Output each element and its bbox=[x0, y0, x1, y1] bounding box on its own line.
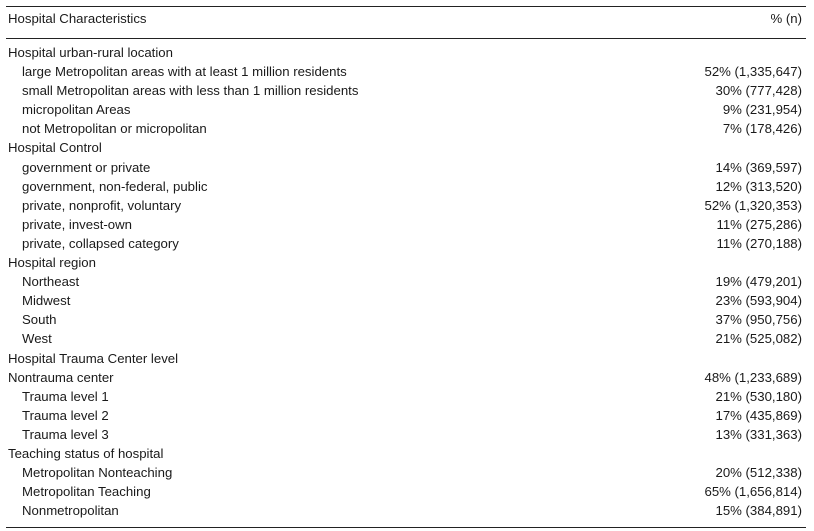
header-rule bbox=[6, 38, 806, 39]
header-value: % (n) bbox=[770, 11, 802, 26]
table-row: Nontrauma center 48% (1,233,689) bbox=[8, 368, 802, 387]
table-row: government or private 14% (369,597) bbox=[8, 158, 802, 177]
table-row: Northeast 19% (479,201) bbox=[8, 272, 802, 291]
row-label: Trauma level 2 bbox=[22, 407, 109, 423]
row-value: 37% (950,756) bbox=[715, 312, 802, 328]
row-value: 52% (1,335,647) bbox=[704, 64, 802, 80]
row-value: 12% (313,520) bbox=[715, 178, 802, 194]
table-row: Metropolitan Teaching 65% (1,656,814) bbox=[8, 482, 802, 501]
table-row: micropolitan Areas 9% (231,954) bbox=[8, 100, 802, 119]
table-row: small Metropolitan areas with less than … bbox=[8, 81, 802, 100]
table-row: Trauma level 2 17% (435,869) bbox=[8, 406, 802, 425]
row-label: Metropolitan Nonteaching bbox=[22, 465, 173, 481]
row-label: Midwest bbox=[22, 293, 71, 309]
row-value: 23% (593,904) bbox=[715, 293, 802, 309]
section-header-row: Hospital region bbox=[8, 253, 802, 272]
row-label: government, non-federal, public bbox=[22, 178, 208, 194]
row-label: Hospital Trauma Center level bbox=[8, 350, 179, 366]
row-label: Trauma level 1 bbox=[22, 388, 109, 404]
row-label: South bbox=[22, 312, 57, 328]
row-value: 20% (512,338) bbox=[715, 465, 802, 481]
table-row: West 21% (525,082) bbox=[8, 329, 802, 348]
row-value: 21% (525,082) bbox=[715, 331, 802, 347]
table-body: Hospital urban-rural location large Metro… bbox=[8, 43, 802, 520]
table-row: not Metropolitan or micropolitan 7% (178,… bbox=[8, 119, 802, 138]
row-label: not Metropolitan or micropolitan bbox=[22, 121, 207, 137]
row-value: 52% (1,320,353) bbox=[704, 197, 802, 213]
row-label: private, nonprofit, voluntary bbox=[22, 197, 182, 213]
table-row: private, invest-own 11% (275,286) bbox=[8, 215, 802, 234]
row-value: 13% (331,363) bbox=[715, 426, 802, 442]
header-characteristic: Hospital Characteristics bbox=[8, 11, 147, 26]
row-label: West bbox=[22, 331, 52, 347]
row-label: private, invest-own bbox=[22, 216, 132, 232]
table-row: private, nonprofit, voluntary 52% (1,320,… bbox=[8, 196, 802, 215]
table-row: Nonmetropolitan 15% (384,891) bbox=[8, 501, 802, 520]
table-row: Midwest 23% (593,904) bbox=[8, 291, 802, 310]
row-value: 19% (479,201) bbox=[715, 274, 802, 290]
row-label: Trauma level 3 bbox=[22, 426, 109, 442]
row-value: 11% (270,188) bbox=[716, 235, 802, 251]
row-label: Teaching status of hospital bbox=[8, 445, 164, 461]
row-label: Nontrauma center bbox=[8, 369, 114, 385]
table-row: Trauma level 3 13% (331,363) bbox=[8, 425, 802, 444]
bottom-rule bbox=[6, 527, 806, 528]
row-label: Hospital region bbox=[8, 255, 96, 271]
row-label: Nonmetropolitan bbox=[22, 503, 119, 519]
row-value: 15% (384,891) bbox=[715, 503, 802, 519]
row-value: 30% (777,428) bbox=[715, 83, 802, 99]
table-row: private, collapsed category 11% (270,188) bbox=[8, 234, 802, 253]
table-row: large Metropolitan areas with at least 1… bbox=[8, 62, 802, 81]
table-row: government, non-federal, public 12% (313,… bbox=[8, 177, 802, 196]
table-row: Metropolitan Nonteaching 20% (512,338) bbox=[8, 463, 802, 482]
row-label: large Metropolitan areas with at least 1… bbox=[22, 64, 347, 80]
row-value: 11% (275,286) bbox=[716, 216, 802, 232]
row-value: 9% (231,954) bbox=[722, 102, 802, 118]
section-header-row: Teaching status of hospital bbox=[8, 444, 802, 463]
table-header: Hospital Characteristics % (n) bbox=[8, 11, 802, 31]
section-header-row: Hospital Trauma Center level bbox=[8, 349, 802, 368]
row-label: small Metropolitan areas with less than … bbox=[22, 83, 359, 99]
row-value: 21% (530,180) bbox=[715, 388, 802, 404]
row-value: 48% (1,233,689) bbox=[704, 369, 802, 385]
section-header-row: Hospital urban-rural location bbox=[8, 43, 802, 62]
row-label: private, collapsed category bbox=[22, 235, 179, 251]
row-value: 7% (178,426) bbox=[722, 121, 802, 137]
top-rule bbox=[6, 6, 806, 7]
row-value: 65% (1,656,814) bbox=[704, 484, 802, 500]
row-label: Metropolitan Teaching bbox=[22, 484, 151, 500]
row-label: Hospital urban-rural location bbox=[8, 45, 173, 60]
row-value: 17% (435,869) bbox=[715, 407, 802, 423]
table-row: Trauma level 1 21% (530,180) bbox=[8, 387, 802, 406]
row-label: Northeast bbox=[22, 274, 80, 290]
section-header-row: Hospital Control bbox=[8, 138, 802, 157]
row-label: Hospital Control bbox=[8, 140, 102, 156]
row-value: 14% (369,597) bbox=[715, 159, 802, 175]
table-row: South 37% (950,756) bbox=[8, 310, 802, 329]
row-label: government or private bbox=[22, 159, 151, 175]
row-label: micropolitan Areas bbox=[22, 102, 131, 118]
